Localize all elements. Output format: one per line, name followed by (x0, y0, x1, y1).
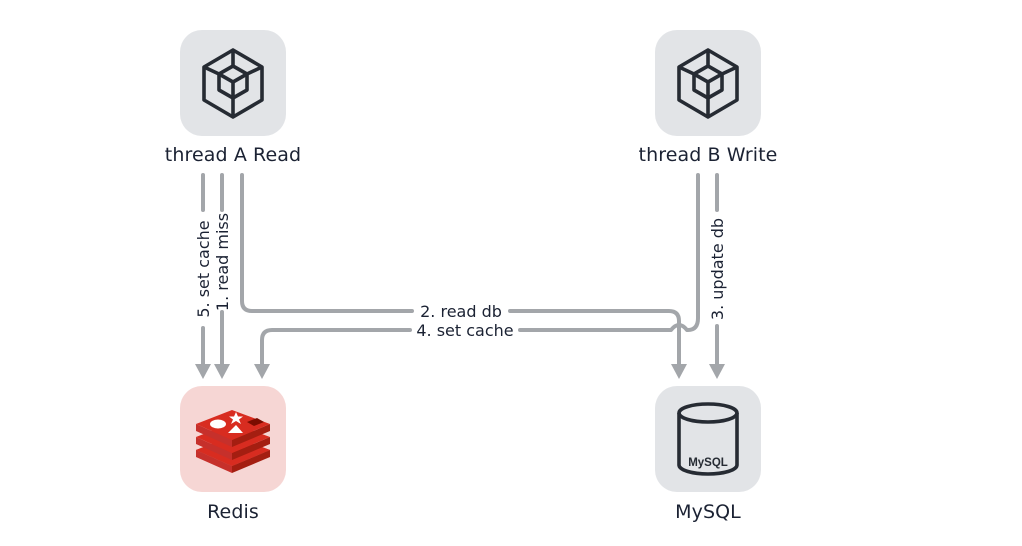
database-icon: MySQL (677, 402, 739, 476)
node-thread-a-box[interactable] (180, 30, 286, 136)
edge-label-read-db: 2. read db (420, 302, 502, 321)
edge-label-set-cache-a: 5. set cache (194, 220, 213, 317)
edge-update-db: 3. update db (708, 173, 727, 379)
edge-set-cache-a: 5. set cache (194, 173, 213, 379)
arrowhead (254, 364, 270, 379)
edge-label-read-miss: 1. read miss (213, 213, 232, 311)
edge-label-update-db: 3. update db (708, 218, 727, 320)
edge-read-db: 2. read db (240, 173, 687, 379)
cube-icon (202, 48, 264, 119)
node-redis-box[interactable] (180, 386, 286, 492)
arrowhead (671, 364, 687, 379)
cube-icon (677, 48, 739, 119)
edge-label-set-cache-b: 4. set cache (416, 321, 513, 340)
node-redis-label: Redis (207, 501, 259, 523)
node-mysql-label: MySQL (675, 501, 741, 523)
node-thread-a-label: thread A Read (164, 144, 302, 166)
arrowhead (214, 364, 230, 379)
arrowhead (709, 364, 725, 379)
node-thread-b-label: thread B Write (638, 144, 778, 166)
redis-icon (196, 410, 270, 473)
node-thread-b-box[interactable] (655, 30, 761, 136)
database-icon-text: MySQL (688, 457, 728, 469)
node-mysql-box[interactable]: MySQL (655, 386, 761, 492)
arrowhead (195, 364, 211, 379)
edge-set-cache-b: 4. set cache (254, 173, 700, 379)
edge-read-miss: 1. read miss (213, 173, 232, 379)
